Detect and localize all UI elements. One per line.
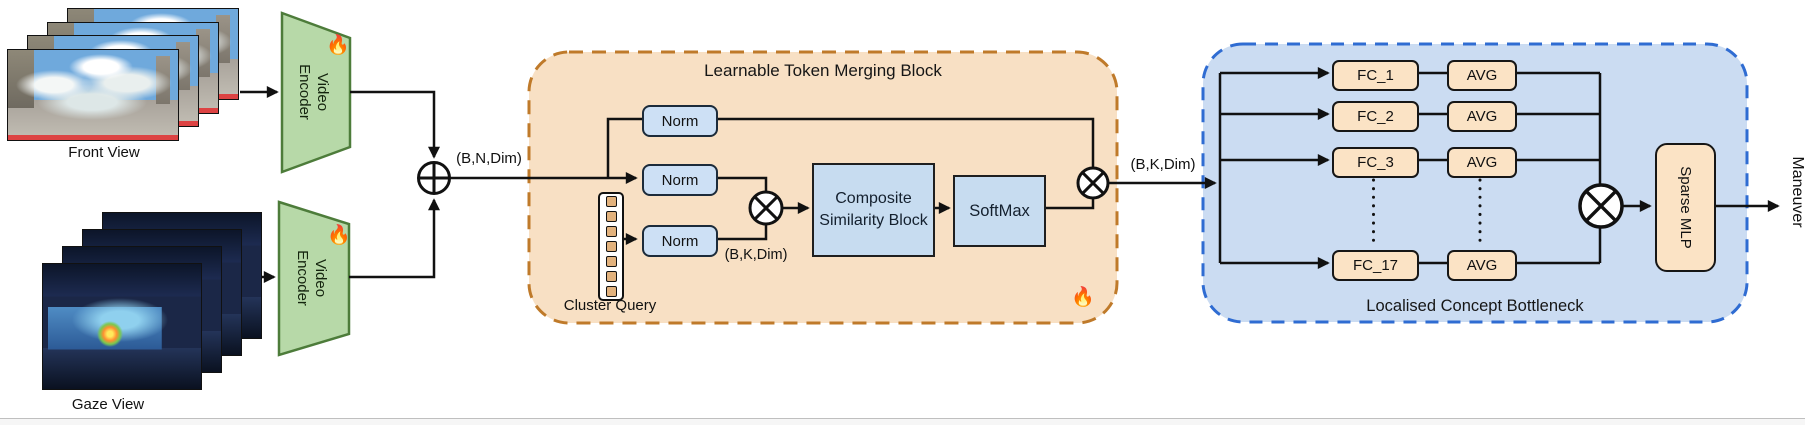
norm-box-2: Norm: [642, 164, 718, 196]
maneuver-output-label: Maneuver: [1789, 156, 1805, 228]
fire-icon: 🔥: [326, 35, 350, 56]
video-encoder-front-shape: [280, 11, 352, 174]
bk-dim-inner-label: (B,K,Dim): [724, 247, 788, 263]
sparse-mlp-label: Sparse MLP: [1677, 166, 1695, 249]
video-encoder-front-line1: Video: [314, 72, 331, 112]
multiply-circle-icon-3: [1578, 183, 1624, 229]
fc-box-2: FC_2: [1332, 100, 1419, 132]
video-encoder-gaze-label: Video Encoder: [279, 246, 343, 310]
front-view-label: Front View: [68, 144, 140, 161]
page-bottom-strip: [0, 418, 1805, 425]
fc-box-17: FC_17: [1332, 249, 1419, 281]
multiply-circle-icon-1: [748, 190, 784, 226]
multiply-circle-icon-2: [1076, 166, 1110, 200]
video-encoder-gaze-line2: Encoder: [294, 250, 311, 306]
gaze-view-label: Gaze View: [71, 396, 145, 413]
cluster-query-tokens: [598, 192, 624, 301]
composite-similarity-block: Composite Similarity Block: [812, 163, 935, 257]
sparse-mlp-box: Sparse MLP: [1655, 143, 1716, 272]
plus-circle-icon: [417, 161, 451, 195]
video-encoder-gaze-line1: Video: [312, 258, 329, 298]
avg-box-2: AVG: [1447, 100, 1517, 132]
fire-icon: 🔥: [1071, 287, 1095, 308]
fire-icon: 🔥: [327, 225, 351, 246]
video-encoder-gaze-shape: [277, 200, 351, 357]
front-view-frame-1: [7, 49, 179, 141]
connectors: [240, 67, 1780, 283]
bn-dim-label: (B,N,Dim): [456, 150, 522, 167]
video-encoder-front-line2: Encoder: [296, 64, 313, 120]
video-encoder-front-label: Video Encoder: [281, 60, 345, 124]
softmax-block: SoftMax: [953, 175, 1046, 247]
token-merging-block-title: Learnable Token Merging Block: [704, 61, 942, 80]
concept-bottleneck-title: Localised Concept Bottleneck: [1366, 297, 1584, 315]
fc-box-1: FC_1: [1332, 59, 1419, 91]
avg-box-17: AVG: [1447, 249, 1517, 281]
avg-box-1: AVG: [1447, 59, 1517, 91]
cluster-query-label: Cluster Query: [563, 297, 657, 314]
norm-box-3: Norm: [642, 225, 718, 257]
ellipsis-dots: [1372, 178, 1482, 250]
norm-box-1: Norm: [642, 105, 718, 137]
fc-box-3: FC_3: [1332, 146, 1419, 178]
gaze-view-frame-1: [42, 263, 202, 390]
avg-box-3: AVG: [1447, 146, 1517, 178]
bk-dim-out-label: (B,K,Dim): [1130, 156, 1196, 173]
